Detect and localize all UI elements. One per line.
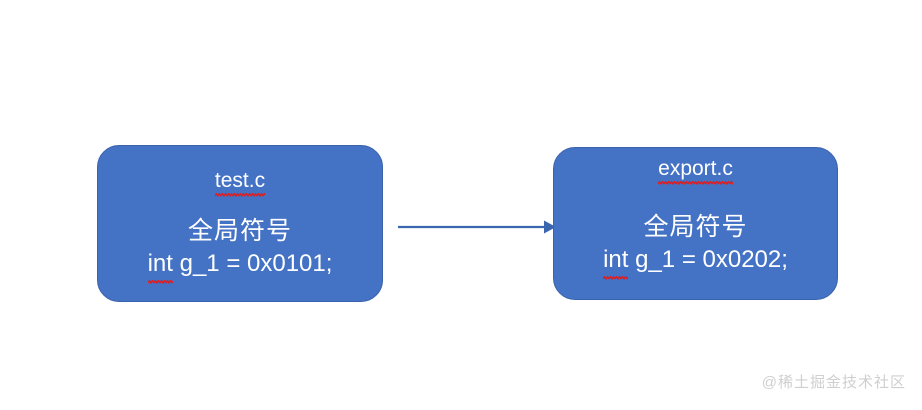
node-export-c-code-rest: g_1 = 0x0202; — [628, 246, 788, 273]
watermark: @稀土掘金技术社区 — [761, 374, 906, 391]
node-test-c[interactable]: test.c 全局符号 int g_1 = 0x0101; — [97, 145, 383, 302]
node-test-c-symbol-label: 全局符号 — [187, 217, 292, 245]
arrow-head-icon — [544, 220, 556, 234]
node-test-c-title: test.c — [98, 168, 382, 197]
node-export-c-code-keyword: int — [603, 246, 629, 273]
spellcheck-squiggle-int-right: int — [603, 244, 629, 280]
node-export-c-title-text: export.c — [658, 157, 733, 180]
spellcheck-squiggle-export-c: export.c — [658, 156, 733, 185]
node-test-c-code-line: int g_1 = 0x0101; — [98, 248, 382, 284]
node-export-c-symbol-label: 全局符号 — [643, 213, 748, 241]
node-test-c-code-keyword: int — [147, 250, 173, 277]
spellcheck-squiggle-int-left: int — [147, 248, 174, 284]
node-test-c-title-text: test.c — [214, 169, 266, 192]
node-export-c-title: export.c — [554, 156, 837, 185]
spellcheck-squiggle-test-c: test.c — [214, 168, 266, 197]
node-export-c-body: 全局符号 int g_1 = 0x0202; — [554, 210, 837, 280]
node-export-c[interactable]: export.c 全局符号 int g_1 = 0x0202; — [553, 147, 838, 300]
node-export-c-code-line: int g_1 = 0x0202; — [554, 244, 837, 280]
node-test-c-body: 全局符号 int g_1 = 0x0101; — [98, 214, 382, 284]
node-test-c-code-rest: g_1 = 0x0101; — [172, 250, 333, 277]
arrow-test-to-export — [398, 220, 556, 234]
